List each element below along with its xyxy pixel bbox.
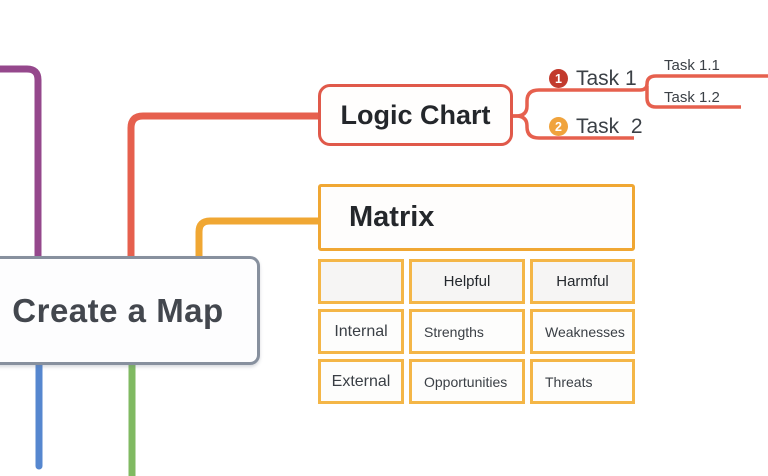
task1-2-topic[interactable]: Task 1.2 bbox=[664, 89, 720, 106]
connector-task2 bbox=[512, 114, 634, 140]
task2-priority-badge[interactable]: 2 bbox=[549, 117, 568, 136]
task1-topic[interactable]: Task 1 bbox=[576, 67, 637, 90]
matrix-node[interactable]: Matrix bbox=[318, 184, 635, 251]
matrix-cell-internal[interactable]: Internal bbox=[318, 309, 404, 354]
connector-task1-and-subtask1 bbox=[512, 74, 768, 118]
logic-chart-node[interactable]: Logic Chart bbox=[318, 84, 513, 146]
matrix-cell-weaknesses[interactable]: Weaknesses bbox=[530, 309, 635, 354]
connector-subtask2 bbox=[645, 86, 741, 109]
central-topic-label: Create a Map bbox=[12, 291, 224, 329]
matrix-cell-external[interactable]: External bbox=[318, 359, 404, 404]
matrix-cell-strengths[interactable]: Strengths bbox=[409, 309, 525, 354]
task1-priority-badge[interactable]: 1 bbox=[549, 69, 568, 88]
task1-priority-number: 1 bbox=[555, 71, 562, 86]
branch-line-red-trunk bbox=[127, 112, 320, 259]
task2-priority-number: 2 bbox=[555, 119, 562, 134]
branch-line-purple bbox=[0, 65, 42, 259]
matrix-cell-helpful[interactable]: Helpful bbox=[409, 259, 525, 304]
matrix-cell-harmful[interactable]: Harmful bbox=[530, 259, 635, 304]
matrix-cell-opportunities[interactable]: Opportunities bbox=[409, 359, 525, 404]
task1-1-topic[interactable]: Task 1.1 bbox=[664, 57, 720, 74]
task2-topic[interactable]: Task 2 bbox=[576, 115, 643, 138]
branch-line-yellow-trunk bbox=[195, 217, 320, 259]
matrix-table: Helpful Harmful Internal Strengths Weakn… bbox=[318, 259, 635, 404]
logic-chart-label: Logic Chart bbox=[340, 99, 491, 130]
matrix-cell-threats[interactable]: Threats bbox=[530, 359, 635, 404]
matrix-cell-corner[interactable] bbox=[318, 259, 404, 304]
central-topic-node[interactable]: Create a Map bbox=[0, 256, 260, 365]
matrix-label: Matrix bbox=[349, 201, 435, 233]
